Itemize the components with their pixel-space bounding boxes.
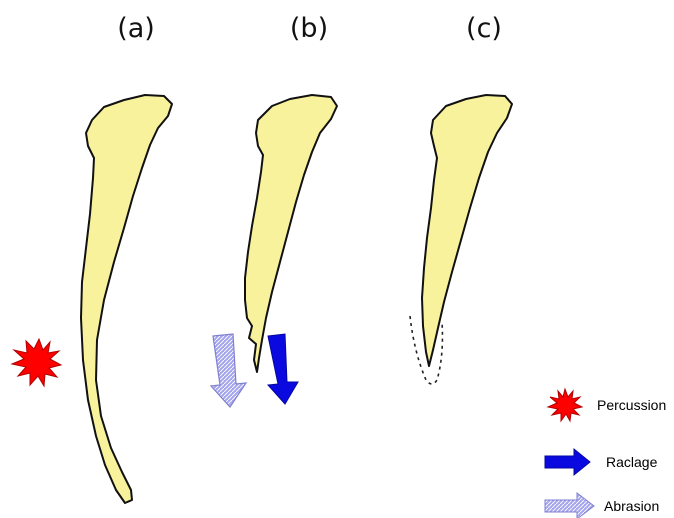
legend-label-abrasion: Abrasion (604, 498, 659, 514)
bone-tool-a (81, 95, 172, 503)
legend-raclage-arrow-icon (545, 449, 590, 475)
bone-tool-b (245, 95, 337, 372)
panel-label-c: (c) (466, 13, 502, 44)
raclage-arrow-icon (268, 334, 298, 404)
legend: Percussion Raclage Abrasion (545, 389, 666, 518)
legend-percussion-starburst-icon (548, 389, 582, 421)
legend-abrasion-arrow-icon (545, 493, 594, 518)
percussion-starburst-icon (12, 339, 61, 386)
abrasion-arrow-icon (211, 334, 246, 407)
legend-label-percussion: Percussion (597, 397, 666, 413)
bone-tool-c (422, 95, 512, 366)
legend-label-raclage: Raclage (606, 454, 658, 470)
panel-label-b: (b) (290, 13, 328, 44)
panel-label-a: (a) (117, 13, 155, 44)
